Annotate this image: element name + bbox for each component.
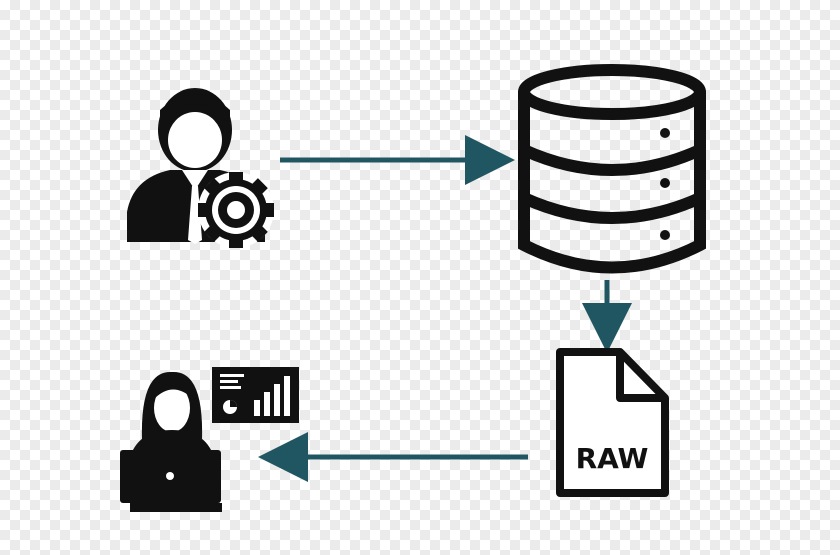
gear-icon [198,172,274,248]
raw-file-label: RAW [576,442,649,475]
admin-user-gear-icon [127,88,274,248]
analyst-laptop-icon [120,371,222,512]
dashboard-chart-icon [212,367,299,423]
database-icon [518,64,706,274]
raw-file-icon: RAW [556,348,669,497]
